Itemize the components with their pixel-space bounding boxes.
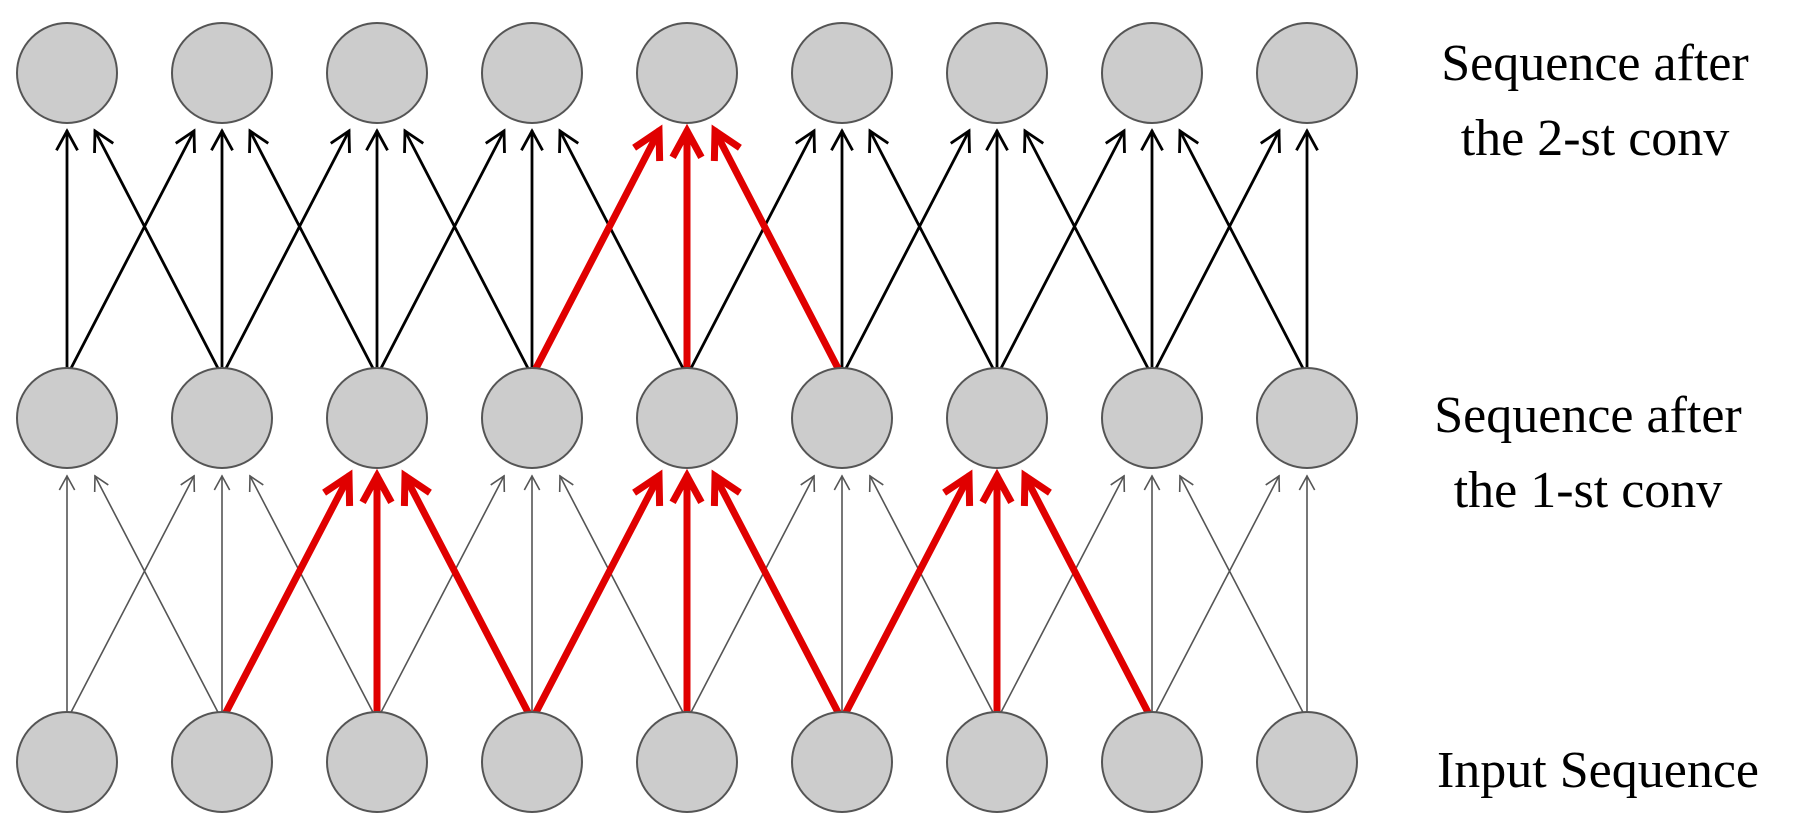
input-conv1-edge-8-to-8: [1298, 474, 1316, 721]
conv1-node-6: [946, 367, 1048, 469]
sequence-nodes: [16, 22, 1358, 813]
conv1-node-4: [636, 367, 738, 469]
input-conv1-edge-8-to-7: [1178, 474, 1308, 721]
conv1-node-5: [791, 367, 893, 469]
input-conv1-edge-4-to-3: [558, 474, 688, 721]
input-conv1-edge-6-to-5: [868, 474, 998, 721]
highlight-input-5-to-conv1-6: [838, 469, 974, 724]
input-label: Input Sequence: [1437, 742, 1759, 799]
input-node-6: [946, 711, 1048, 813]
conv1-node-3: [481, 367, 583, 469]
layer2-label-line2: the 2-st conv: [1461, 110, 1730, 167]
conv1-conv2-edge-0-to-0: [55, 128, 79, 378]
highlight-input-7-to-conv1-6: [1020, 469, 1156, 724]
highlight-input-3-to-conv1-2: [400, 469, 536, 724]
input-conv1-edge-2-to-1: [248, 474, 378, 721]
highlight-input-5-to-conv1-4: [710, 469, 846, 724]
input-node-8: [1256, 711, 1358, 813]
input-conv1-edge-4-to-5: [686, 474, 816, 721]
highlight-input-6-to-conv1-6: [979, 468, 1015, 724]
conv2-node-4: [636, 22, 738, 124]
highlight-input-2-to-conv1-2: [359, 468, 395, 724]
input-conv1-edge-1-to-0: [93, 474, 223, 721]
input-node-7: [1101, 711, 1203, 813]
conv1-node-7: [1101, 367, 1203, 469]
conv1-conv2-edge-2-to-1: [248, 128, 379, 378]
conv1-conv2-edge-1-to-2: [220, 128, 351, 378]
conv1-conv2-edge-4-to-3: [558, 128, 689, 378]
input-conv1-edge-0-to-1: [66, 474, 196, 721]
conv1-node-8: [1256, 367, 1358, 469]
conv1-conv2-edge-0-to-1: [65, 128, 196, 378]
highlight-input-1-to-conv1-2: [218, 469, 354, 724]
highlight-input-3-to-conv1-4: [528, 469, 664, 724]
conv1-conv2-edge-6-to-6: [985, 128, 1009, 378]
conv2-node-1: [171, 22, 273, 124]
input-conv1-edge-2-to-3: [376, 474, 506, 721]
highlight-conv1-3-to-conv2-4: [528, 124, 664, 380]
layer1-label-line2: the 1-st conv: [1454, 462, 1723, 519]
conv2-node-5: [791, 22, 893, 124]
conv1-conv2-edge-7-to-6: [1023, 128, 1154, 378]
conv1-node-1: [171, 367, 273, 469]
conv2-node-0: [16, 22, 118, 124]
conv2-node-7: [1101, 22, 1203, 124]
conv1-conv2-edge-1-to-1: [210, 128, 234, 378]
input-conv1-edge-1-to-1: [213, 474, 231, 721]
input-conv1-edge-5-to-5: [833, 474, 851, 721]
input-node-3: [481, 711, 583, 813]
conv1-conv2-edge-4-to-5: [685, 128, 816, 378]
input-node-4: [636, 711, 738, 813]
conv1-conv2-edge-6-to-7: [995, 128, 1126, 378]
highlight-input-4-to-conv1-4: [669, 468, 705, 724]
input-conv1-edge-7-to-7: [1143, 474, 1161, 721]
layer1-label-line1: Sequence after: [1434, 387, 1741, 444]
conv1-node-0: [16, 367, 118, 469]
conv1-conv2-edge-2-to-2: [365, 128, 389, 378]
input-node-1: [171, 711, 273, 813]
conv1-conv2-edge-7-to-8: [1150, 128, 1281, 378]
input-node-2: [326, 711, 428, 813]
conv1-conv2-edge-8-to-8: [1295, 128, 1319, 378]
layer2-label-line1: Sequence after: [1441, 35, 1748, 92]
conv2-node-6: [946, 22, 1048, 124]
receptive-field-edges: [218, 123, 1156, 724]
conv1-conv2-edge-5-to-5: [830, 128, 854, 378]
highlight-conv1-5-to-conv2-4: [710, 124, 846, 380]
conv1-conv2-edge-3-to-3: [520, 128, 544, 378]
conv1-node-2: [326, 367, 428, 469]
highlight-conv1-4-to-conv2-4: [669, 123, 705, 380]
input-conv1-edge-6-to-7: [996, 474, 1126, 721]
input-conv1-edge-3-to-3: [523, 474, 541, 721]
conv1-conv2-edge-6-to-5: [868, 128, 999, 378]
conv1-conv2-edge-1-to-0: [93, 128, 224, 378]
input-node-0: [16, 711, 118, 813]
conv1-conv2-edge-7-to-7: [1140, 128, 1164, 378]
conv2-node-3: [481, 22, 583, 124]
conv1-conv2-edge-5-to-6: [840, 128, 971, 378]
conv2-node-8: [1256, 22, 1358, 124]
input-node-5: [791, 711, 893, 813]
conv1-conv2-edge-8-to-7: [1178, 128, 1309, 378]
conv2-node-2: [326, 22, 428, 124]
conv1-conv2-edge-3-to-2: [403, 128, 534, 378]
input-conv1-edge-0-to-0: [58, 474, 76, 721]
conv1-conv2-edge-2-to-3: [375, 128, 506, 378]
input-conv1-edge-7-to-8: [1151, 474, 1281, 721]
